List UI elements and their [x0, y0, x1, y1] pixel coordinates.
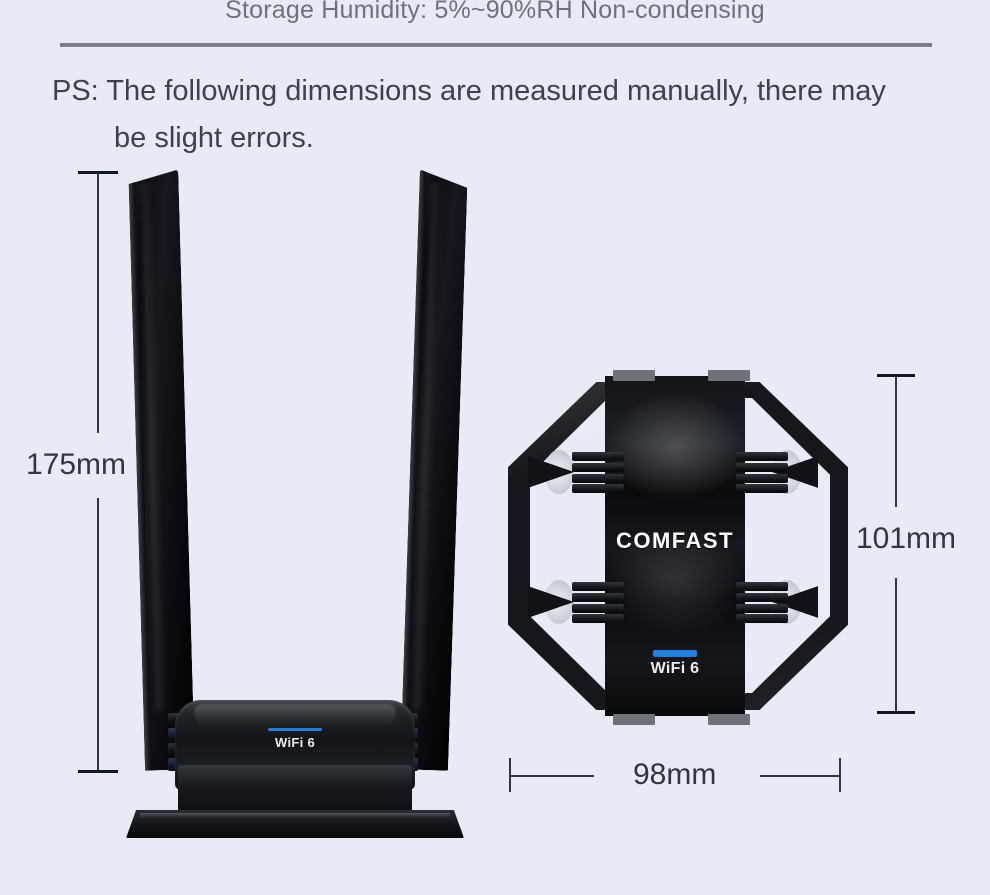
body-tab-top-right — [708, 370, 750, 381]
wifi6-badge-front: WiFi 6 — [230, 728, 360, 752]
note-line-2: be slight errors. — [114, 122, 314, 154]
antenna-cone-bottom-left — [528, 580, 574, 624]
joint-top-left — [572, 452, 624, 493]
width-dim-line-right — [760, 775, 840, 777]
depth-dim-cap-top — [877, 374, 915, 377]
height-dim-cap-top — [78, 171, 118, 174]
measurement-note: PS: The following dimensions are measure… — [52, 68, 952, 162]
antenna-left — [128, 170, 195, 771]
width-dimension-label: 98mm — [633, 758, 717, 791]
note-label: PS: — [52, 75, 99, 107]
body-tab-top-left — [613, 370, 655, 381]
depth-dim-line-upper — [895, 376, 897, 507]
height-dim-cap-bottom — [78, 770, 118, 773]
body-tab-bottom-right — [708, 714, 750, 725]
comfast-logo: COMFAST — [615, 528, 735, 553]
wifi6-label-front: WiFi 6 — [275, 735, 315, 750]
device-base-plate — [126, 810, 464, 838]
antenna-right — [400, 170, 468, 771]
body-tab-bottom-left — [613, 714, 655, 725]
led-indicator-top — [653, 650, 697, 657]
height-dim-line-lower — [97, 498, 99, 770]
led-indicator-front — [268, 728, 322, 731]
joint-top-right — [736, 452, 788, 493]
device-body-top — [605, 376, 745, 716]
height-dimension-label: 175mm — [26, 448, 127, 481]
storage-humidity-spec: Storage Humidity: 5%~90%RH Non-condensin… — [225, 0, 765, 24]
joint-bottom-right — [736, 582, 788, 623]
depth-dim-line-lower — [895, 578, 897, 711]
device-top-view: COMFAST WiFi 6 — [500, 368, 860, 725]
width-dim-line-left — [510, 775, 594, 777]
depth-dimension-label: 101mm — [856, 522, 957, 555]
wifi6-badge-top: WiFi 6 — [605, 650, 745, 678]
height-dim-line-upper — [97, 173, 99, 433]
wifi6-label-top: WiFi 6 — [650, 660, 700, 677]
depth-dim-cap-bottom — [877, 711, 915, 714]
width-dim-cap-right — [839, 758, 841, 792]
note-line-1: The following dimensions are measured ma… — [106, 75, 886, 107]
joint-bottom-left — [572, 582, 624, 623]
antenna-cone-top-left — [528, 450, 574, 494]
section-divider — [60, 43, 932, 47]
device-front-view: WiFi 6 — [120, 165, 480, 838]
